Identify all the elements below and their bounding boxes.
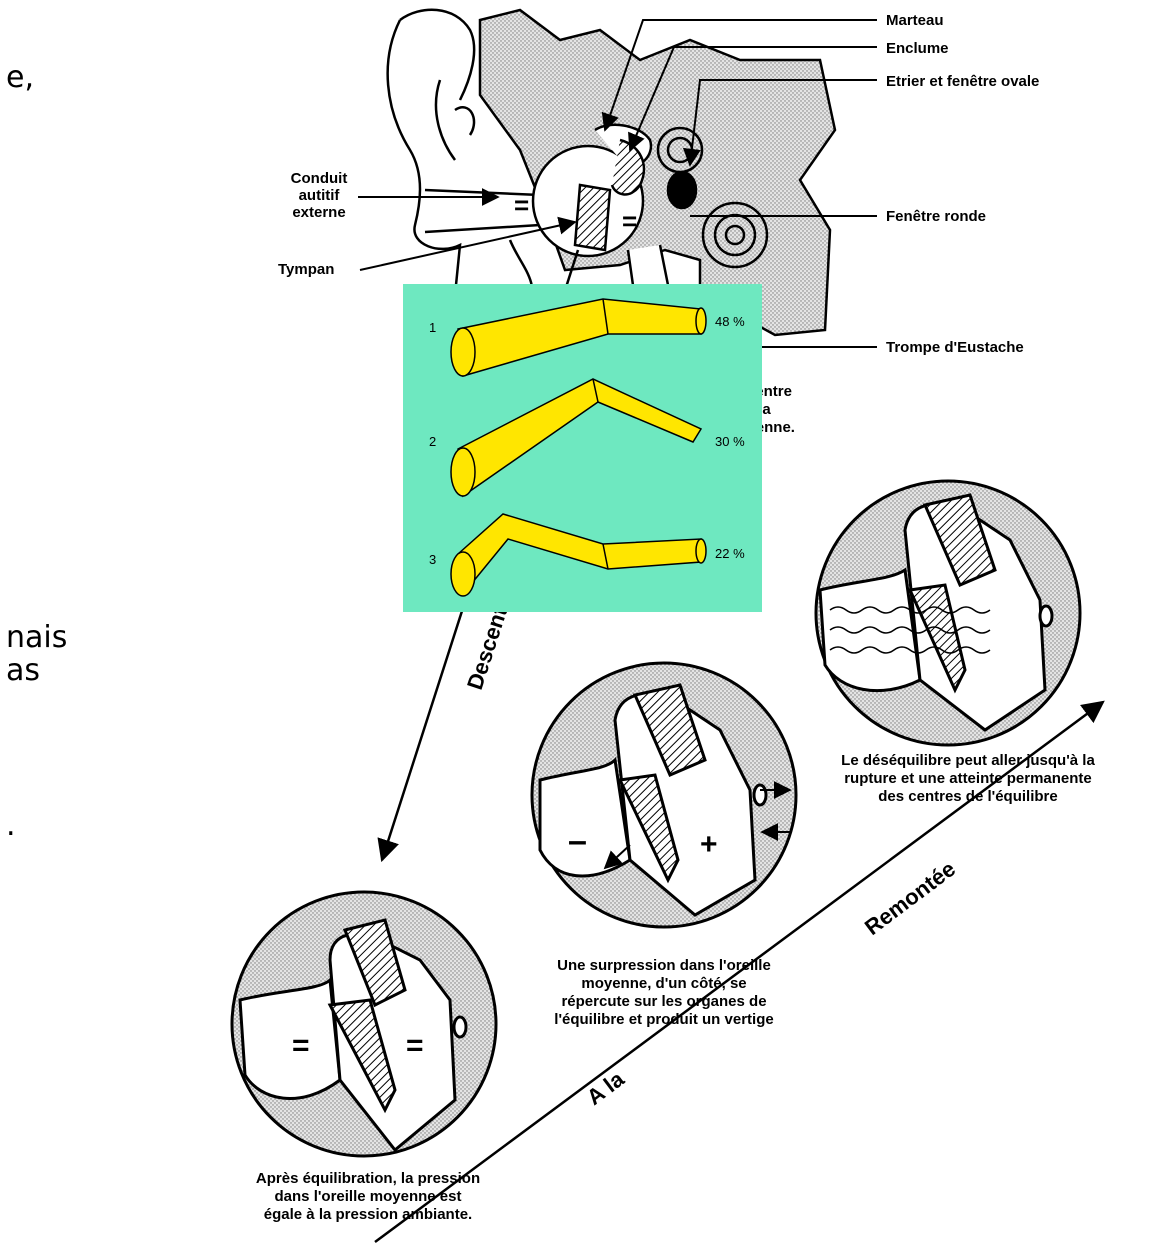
tube-drawing [403, 284, 762, 612]
circle-equilibrated [232, 892, 496, 1156]
label-tympan: Tympan [278, 261, 334, 278]
equal-sign-left: = [514, 190, 529, 220]
label-enclume: Enclume [886, 40, 949, 57]
tube-number-3: 3 [429, 552, 436, 567]
label-fenetre-ronde: Fenêtre ronde [886, 208, 986, 225]
caption-surpression: Une surpression dans l'oreille moyenne, … [532, 957, 796, 1029]
label-trompe: Trompe d'Eustache [886, 339, 1024, 356]
label-etrier: Etrier et fenêtre ovale [886, 73, 1039, 90]
minus-sign: – [568, 822, 587, 861]
tube-percent-3: 22 % [715, 546, 745, 561]
plus-sign: + [700, 828, 718, 862]
equal-sign-right: = [622, 206, 637, 236]
caption-desequilibre: Le déséquilibre peut aller jusqu'à la ru… [815, 752, 1121, 806]
circle-rupture [816, 481, 1080, 745]
label-marteau: Marteau [886, 12, 944, 29]
circle-1-equal-right: = [406, 1029, 424, 1062]
tube-number-1: 1 [429, 320, 436, 335]
tube-percent-1: 48 % [715, 314, 745, 329]
tube-percent-2: 30 % [715, 434, 745, 449]
label-conduit: Conduit autitif externe [280, 170, 358, 221]
tube-number-2: 2 [429, 434, 436, 449]
caption-apres: Après équilibration, la pression dans l'… [228, 1170, 508, 1224]
circle-1-equal-left: = [292, 1029, 310, 1062]
circle-overpressure [532, 663, 796, 927]
ossicle-tube-inset: 1 48 % 2 30 % 3 22 % [403, 284, 762, 612]
